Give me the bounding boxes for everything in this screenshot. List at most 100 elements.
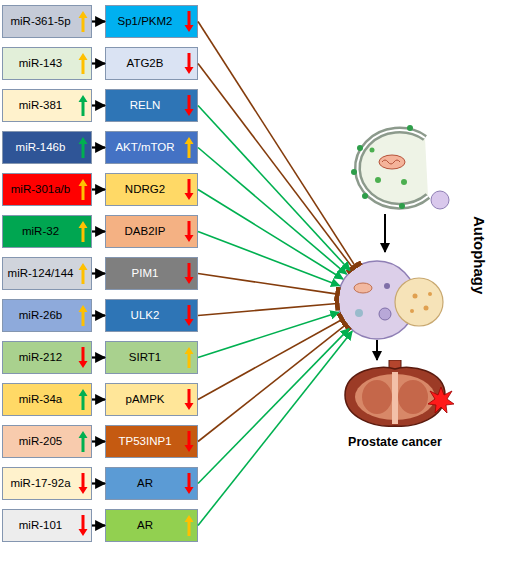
target-box: ULK2 [105,299,198,332]
outcome-label: Prostate cancer [325,435,465,450]
lysosome [431,191,449,209]
target-box: RELN [105,89,198,122]
inhibition-connector [198,22,355,267]
target-label: SIRT1 [129,351,161,364]
mitochondrion [354,283,372,293]
mitochondrion-cristae [382,160,400,164]
target-label: ULK2 [131,309,160,322]
prostate-lobe [362,380,392,414]
degraded-cargo [428,292,432,296]
regulation-connector [92,188,105,190]
mirna-label: miR-143 [19,57,62,70]
target-label: PIM1 [132,267,159,280]
mirna-label: miR-26b [19,309,62,322]
mirna-label: miR-205 [19,435,62,448]
phagophore-illustration [351,125,449,252]
up-arrow [79,53,88,74]
up-arrow [79,11,88,32]
up-arrow [79,263,88,284]
promotion-connector [198,331,352,525]
up-arrow [185,515,194,536]
mirna-label: miR-301a/b [11,183,70,196]
target-box: AR [105,509,198,542]
inhibition-connector [198,64,353,269]
mirna-label: miR-17-92a [10,477,70,490]
cargo-particle [375,177,381,183]
cell-illustration [335,258,445,342]
mirna-label: miR-146b [16,141,66,154]
lc3-dot [351,169,357,175]
regulation-arrows [79,11,194,536]
regulation-connector [92,230,105,232]
vesicle [379,308,391,320]
target-box: ATG2B [105,47,198,80]
up-arrow [79,137,88,158]
up-arrow [185,347,194,368]
mirna-label: miR-124/144 [8,267,74,280]
promotion-connector [198,232,340,286]
phagophore-membrane [357,130,428,206]
target-box: DAB2IP [105,215,198,248]
up-arrow [79,95,88,116]
cargo-particle [370,148,375,153]
promotion-connector [198,148,347,275]
mirna-box: miR-361-5p [2,5,92,38]
regulation-connector [92,20,105,22]
flow-connector [376,340,378,360]
mirna-box: miR-205 [2,425,92,458]
mirna-box: miR-143 [2,47,92,80]
regulation-connector [92,146,105,148]
prostate-outline [345,367,445,426]
down-arrow [79,473,88,494]
regulation-connector [92,398,105,400]
mirna-box: miR-212 [2,341,92,374]
lc3-dot [399,203,405,209]
mirna-box: miR-26b [2,299,92,332]
autolysosome [395,278,443,326]
promotion-connector [198,312,339,357]
down-arrow [185,11,194,32]
up-arrow [79,389,88,410]
down-arrow [185,221,194,242]
target-box: NDRG2 [105,173,198,206]
down-arrow [185,389,194,410]
prostate-lobe [398,380,428,414]
vesicle [355,309,363,317]
target-label: ATG2B [127,57,164,70]
autophagy-cell: Autophagy [335,258,445,342]
down-arrow [185,53,194,74]
target-box: AR [105,467,198,500]
target-label: pAMPK [126,393,165,406]
up-arrow [79,305,88,326]
down-arrow [185,431,194,452]
degraded-cargo [413,294,418,299]
up-arrow [79,221,88,242]
target-box: PIM1 [105,257,198,290]
regulation-connector [92,356,105,358]
promotion-connector [198,106,350,271]
target-label: AR [137,477,153,490]
up-arrow [79,431,88,452]
mirna-box: miR-381 [2,89,92,122]
inhibition-connector [198,325,346,442]
mirna-label: miR-361-5p [10,15,70,28]
up-arrow [79,179,88,200]
mirna-box: miR-17-92a [2,467,92,500]
mirna-label: miR-32 [22,225,59,238]
target-label: AKT/mTOR [115,141,174,154]
regulation-connector [92,272,105,274]
regulation-connector [92,104,105,106]
lc3-dot [362,193,368,199]
regulation-connector [92,440,105,442]
down-arrow [79,515,88,536]
target-label: DAB2IP [125,225,166,238]
mirna-box: miR-32 [2,215,92,248]
mirna-label: miR-34a [19,393,62,406]
mirna-box: miR-34a [2,383,92,416]
down-arrow [185,179,194,200]
regulation-connector [92,524,105,526]
target-box: TP53INP1 [105,425,198,458]
mirna-label: miR-381 [19,99,62,112]
